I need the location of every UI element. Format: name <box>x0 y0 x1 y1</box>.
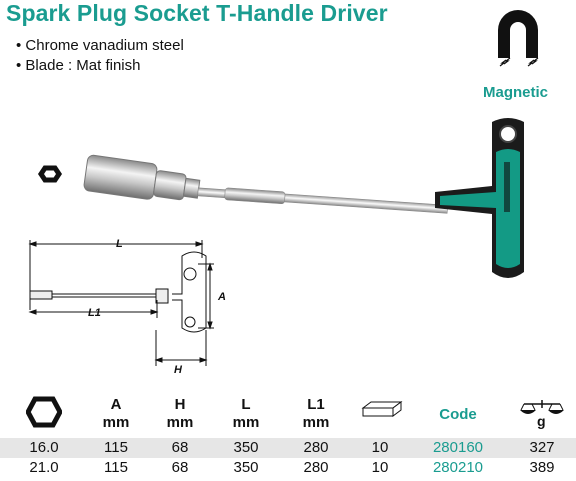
svg-text:g: g <box>537 413 546 429</box>
hexagon-icon <box>25 396 63 428</box>
product-image <box>30 112 550 292</box>
magnet-icon <box>490 6 550 76</box>
header-code: Code <box>439 406 477 423</box>
label-H: H <box>174 364 183 376</box>
hex-socket-icon <box>37 165 63 183</box>
pack-box-icon <box>361 401 403 417</box>
table-row: 21.0 115 68 350 280 10 280210 389 <box>29 459 555 476</box>
label-L: L <box>116 238 123 250</box>
dimension-diagram: L L1 A H <box>22 230 252 385</box>
label-L1: L1 <box>88 307 101 319</box>
feature-list: • Chrome vanadium steel • Blade : Mat fi… <box>16 36 184 76</box>
scale-icon: g <box>520 400 564 429</box>
table-row: 16.0 115 68 350 280 10 280160 327 <box>0 438 576 458</box>
header-pack <box>358 396 404 436</box>
page-title: Spark Plug Socket T-Handle Driver <box>6 0 388 26</box>
header-weight: g <box>518 396 566 436</box>
label-A: A <box>217 291 226 303</box>
feature-item: • Chrome vanadium steel <box>16 37 184 54</box>
header-size <box>24 396 64 436</box>
magnetic-label: Magnetic <box>483 84 549 101</box>
feature-item: • Blade : Mat finish <box>16 57 141 74</box>
